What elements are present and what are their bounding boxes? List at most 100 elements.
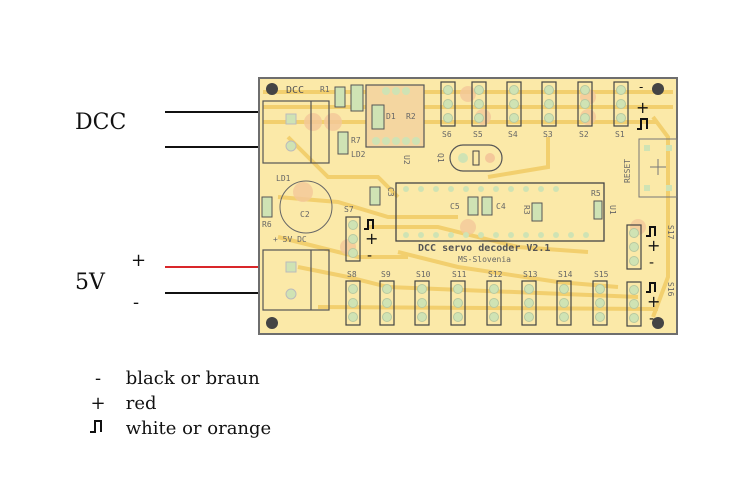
mounting-hole-1 bbox=[266, 83, 278, 95]
r3-label: R3 bbox=[522, 205, 531, 215]
header-label: S9 bbox=[381, 270, 391, 279]
header-pin bbox=[489, 312, 499, 322]
header-pin bbox=[489, 284, 499, 294]
ld1-label: LD1 bbox=[276, 174, 291, 183]
header-pin bbox=[453, 312, 463, 322]
servo-header-s16: S16 bbox=[626, 281, 675, 327]
header-pin bbox=[453, 284, 463, 294]
c3-label: C3 bbox=[386, 187, 395, 197]
mounting-hole-4 bbox=[652, 317, 664, 329]
dcc-label: DCC bbox=[75, 110, 127, 135]
header-label: S1 bbox=[615, 130, 625, 139]
header-label: S16 bbox=[666, 282, 675, 297]
c2-capacitor bbox=[279, 180, 333, 234]
header-label: S15 bbox=[594, 270, 609, 279]
header-pin bbox=[509, 113, 519, 123]
header-pin bbox=[524, 298, 534, 308]
c5-label: C5 bbox=[450, 202, 460, 211]
header-pin bbox=[382, 284, 392, 294]
header-pin bbox=[559, 312, 569, 322]
r5-part bbox=[593, 200, 603, 220]
servo-header-s11: S11 bbox=[450, 270, 467, 326]
header-pin bbox=[524, 312, 534, 322]
header-pin bbox=[382, 312, 392, 322]
header-pin bbox=[348, 220, 358, 230]
servo-header-s8: S8 bbox=[345, 270, 361, 326]
header-pin bbox=[443, 113, 453, 123]
header-pin bbox=[629, 242, 639, 252]
r3-part bbox=[531, 202, 543, 222]
header-pin bbox=[629, 313, 639, 323]
five-v-label: 5V bbox=[75, 270, 105, 295]
pin-symbols-s7: +- bbox=[364, 219, 378, 264]
servo-header-s10: S10 bbox=[414, 270, 431, 326]
header-pin bbox=[595, 284, 605, 294]
svg-text:+: + bbox=[636, 98, 649, 117]
board-author: MS-Slovenia bbox=[458, 255, 511, 264]
header-label: S11 bbox=[452, 270, 467, 279]
r1-part bbox=[334, 86, 346, 108]
power-plus-wire bbox=[165, 266, 288, 268]
header-pin bbox=[348, 298, 358, 308]
header-pin bbox=[629, 256, 639, 266]
pcb-board: DCC + 5V DC C2 LD1 R6 R1 R7 LD2 D1 R2 U2… bbox=[258, 77, 678, 335]
legend-row-plus: + red bbox=[80, 393, 156, 414]
r2-label: R2 bbox=[406, 112, 416, 121]
header-pin bbox=[629, 228, 639, 238]
dcc-wire-1 bbox=[165, 111, 288, 113]
r5-label: R5 bbox=[591, 189, 601, 198]
u1-label: U1 bbox=[608, 205, 617, 215]
r7-label: R7 bbox=[351, 136, 361, 145]
header-pin bbox=[474, 99, 484, 109]
servo-header-s15: S15 bbox=[592, 270, 609, 326]
legend-text-minus: black or braun bbox=[125, 368, 260, 389]
header-pin bbox=[509, 99, 519, 109]
legend-row-minus: - black or braun bbox=[80, 368, 260, 389]
header-pin bbox=[580, 85, 590, 95]
header-label: S10 bbox=[416, 270, 431, 279]
r6-label: R6 bbox=[262, 220, 272, 229]
svg-text:-: - bbox=[649, 255, 654, 271]
c4-label: C4 bbox=[496, 202, 506, 211]
board-title: DCC servo decoder V2.1 bbox=[418, 243, 550, 254]
power-silk: + 5V DC bbox=[273, 235, 307, 244]
minus-symbol: - bbox=[94, 368, 102, 389]
reset-button bbox=[638, 138, 678, 198]
header-pin bbox=[348, 312, 358, 322]
header-pin bbox=[474, 85, 484, 95]
c5-part bbox=[467, 196, 479, 216]
servo-header-s5: S5 bbox=[471, 81, 487, 139]
header-label: S14 bbox=[558, 270, 573, 279]
header-pin bbox=[616, 85, 626, 95]
header-label: S13 bbox=[523, 270, 538, 279]
header-pin bbox=[348, 234, 358, 244]
c1-part bbox=[350, 84, 364, 112]
header-label: S4 bbox=[508, 130, 518, 139]
power-minus-wire bbox=[165, 292, 288, 294]
header-label: S17 bbox=[666, 225, 675, 240]
pin-symbols-s17: +- bbox=[646, 226, 660, 271]
servo-header-s17: S17 bbox=[626, 224, 675, 270]
header-pin bbox=[417, 284, 427, 294]
servo-header-s2: S2 bbox=[577, 81, 593, 139]
r1-label: R1 bbox=[320, 85, 330, 94]
header-pin bbox=[348, 284, 358, 294]
header-pin bbox=[417, 312, 427, 322]
header-pin bbox=[580, 113, 590, 123]
servo-header-s3: S3 bbox=[541, 81, 557, 139]
d1-area bbox=[365, 84, 425, 148]
servo-header-s6: S6 bbox=[440, 81, 456, 139]
legend-text-signal: white or orange bbox=[125, 418, 272, 439]
signal-pulse-icon bbox=[80, 418, 116, 439]
header-pin bbox=[443, 85, 453, 95]
dcc-terminal bbox=[262, 100, 330, 164]
header-label: S12 bbox=[488, 270, 503, 279]
ic-pins bbox=[403, 186, 589, 238]
header-pin bbox=[417, 298, 427, 308]
ic-u1 bbox=[395, 182, 605, 242]
svg-text:-: - bbox=[367, 248, 372, 264]
mounting-hole-3 bbox=[266, 317, 278, 329]
dcc-wire-2 bbox=[165, 146, 288, 148]
header-pin bbox=[629, 285, 639, 295]
header-label: S6 bbox=[442, 130, 452, 139]
